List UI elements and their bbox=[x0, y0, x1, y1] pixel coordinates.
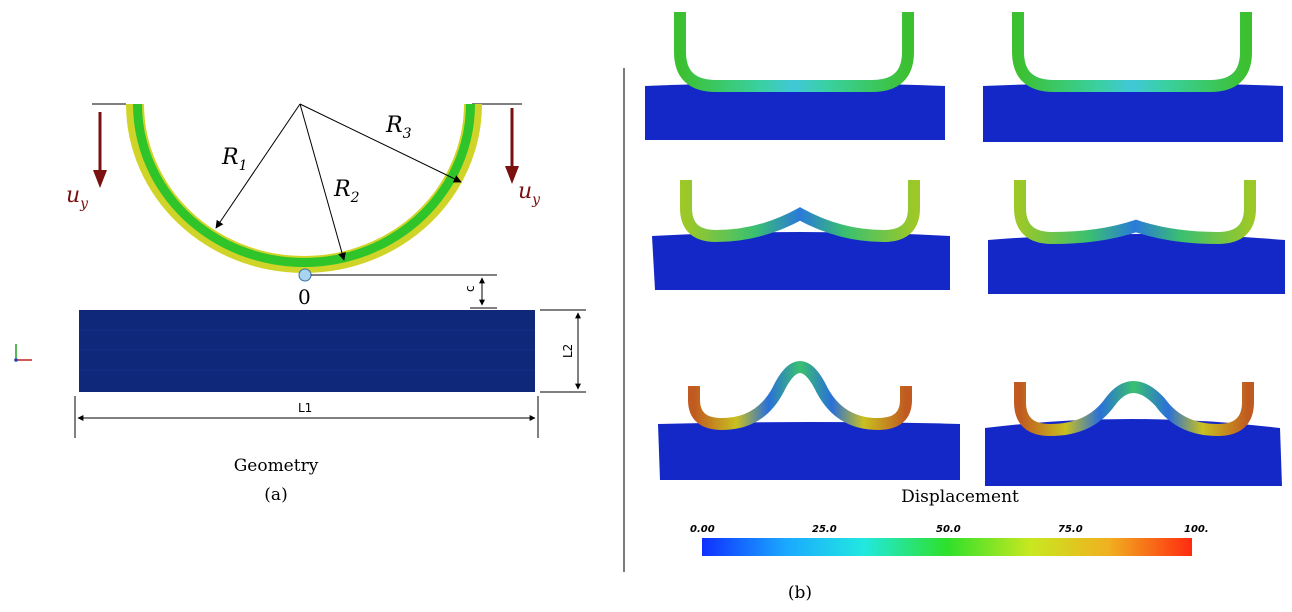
snapshot-4-block bbox=[988, 234, 1285, 294]
origin-node bbox=[298, 268, 312, 282]
r3-label: R3 bbox=[385, 113, 412, 142]
panel-a-label: (a) bbox=[264, 485, 287, 505]
snapshot-4-shell bbox=[1014, 180, 1256, 245]
panel-b-label: (b) bbox=[788, 583, 812, 603]
snapshot-5-block bbox=[658, 422, 960, 480]
snapshot-4 bbox=[988, 180, 1285, 294]
geometry-caption: Geometry bbox=[234, 456, 319, 476]
load-label-left: uy bbox=[66, 183, 89, 212]
radius-r2-arrow bbox=[299, 103, 346, 261]
radius-r3-arrow bbox=[299, 103, 462, 183]
axis-triad-icon bbox=[14, 344, 32, 362]
load-label-right: uy bbox=[518, 179, 541, 208]
foundation-block bbox=[79, 310, 535, 392]
snapshot-3-block bbox=[652, 232, 950, 290]
snapshot-6 bbox=[985, 381, 1282, 486]
snapshot-2 bbox=[983, 12, 1283, 142]
gap-label: c bbox=[463, 285, 477, 292]
panel-b: Displacement 0.00 25.0 50.0 75.0 100. (b… bbox=[645, 12, 1285, 603]
r1-label: R1 bbox=[221, 145, 248, 174]
origin-label: 0 bbox=[298, 285, 311, 309]
shell-inner-layer bbox=[126, 104, 482, 273]
snapshot-1 bbox=[645, 12, 945, 140]
snapshot-3-shell bbox=[680, 180, 920, 243]
colorbar-tick-1: 25.0 bbox=[812, 524, 837, 535]
r2-label: R2 bbox=[333, 177, 360, 206]
snapshot-2-shell bbox=[1012, 12, 1252, 92]
l2-label: L2 bbox=[561, 344, 575, 358]
shell-outer-layer bbox=[133, 104, 475, 267]
snapshot-1-block bbox=[645, 83, 945, 140]
load-arrow-right-head bbox=[505, 166, 519, 184]
colorbar-tick-3: 75.0 bbox=[1058, 524, 1083, 535]
colorbar-tick-2: 50.0 bbox=[936, 524, 961, 535]
snapshot-2-block bbox=[983, 83, 1283, 142]
block-mesh bbox=[79, 329, 535, 371]
panel-a: R1 R2 R3 uy uy 0 c L2 L1 bbox=[14, 103, 586, 505]
colorbar-tick-0: 0.00 bbox=[690, 524, 715, 535]
colorbar-ticks: 0.00 25.0 50.0 75.0 100. bbox=[690, 524, 1209, 535]
snapshot-1-shell bbox=[674, 12, 914, 92]
snapshot-6-block bbox=[985, 419, 1282, 486]
snapshot-5 bbox=[658, 361, 960, 480]
load-arrow-left-head bbox=[93, 170, 107, 188]
snapshot-6-shell bbox=[1014, 381, 1254, 437]
colorbar-tick-4: 100. bbox=[1184, 524, 1209, 535]
colorbar bbox=[702, 538, 1192, 556]
radius-r1-arrow bbox=[215, 103, 301, 229]
l1-label: L1 bbox=[298, 401, 312, 415]
snapshot-3 bbox=[652, 180, 950, 290]
colorbar-title: Displacement bbox=[901, 487, 1019, 507]
snapshot-5-shell bbox=[688, 361, 912, 431]
